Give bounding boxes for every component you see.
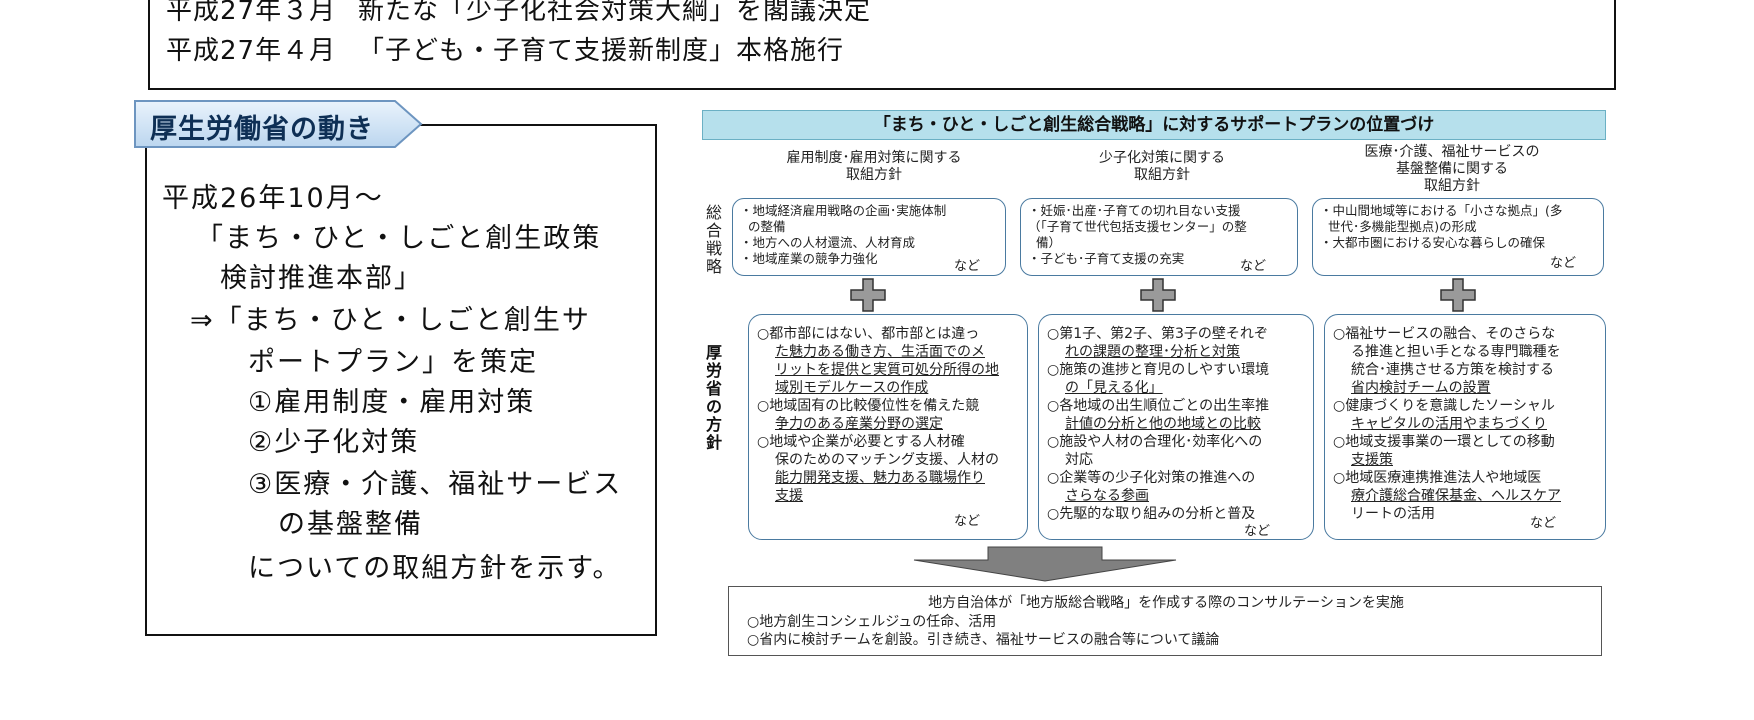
policy-line: 争力のある産業分野の選定	[775, 416, 943, 432]
column-header-line: 少子化対策に関する	[1099, 150, 1225, 166]
mhlw-line: の基盤整備	[278, 509, 423, 540]
side-label-strategy: 総合戦略	[705, 203, 722, 276]
strategy-line: ・地域産業の競争力強化	[740, 251, 878, 266]
policy-line: 統合･連携させる方策を検討する	[1351, 362, 1554, 378]
policy-line: ○地域支援事業の一環としての移動	[1333, 434, 1555, 450]
policy-line: 計値の分析と他の地域との比較	[1065, 416, 1261, 432]
strategy-line: （「子育て世代包括支援センター」の整	[1028, 219, 1247, 234]
mhlw-line: ①雇用制度・雇用対策	[248, 387, 536, 418]
policy-line: ○地域固有の比較優位性を備えた競	[757, 398, 980, 414]
timeline-event: 「子ども・子育て支援新制度」本格施行	[358, 36, 845, 66]
timeline-date: 平成27年３月	[166, 0, 337, 26]
policy-line: ○先駆的な取り組みの分析と普及	[1047, 506, 1256, 522]
policy-line: ○福祉サービスの融合、そのさらな	[1333, 326, 1556, 342]
policy-line: ○施設や人材の合理化･効率化への	[1047, 434, 1263, 450]
column-header: 少子化対策に関する 取組方針	[1032, 150, 1292, 184]
policy-line: 支援策	[1351, 452, 1393, 468]
side-label-policy: 厚労省の方針	[705, 343, 722, 452]
policy-etc: など	[1530, 516, 1557, 531]
column-header-line: 雇用制度･雇用対策に関する	[786, 150, 962, 166]
policy-line: キャピタルの活用やまちづくり	[1351, 416, 1547, 432]
policy-line: ○各地域の出生順位ごとの出生率推	[1047, 398, 1270, 414]
strategy-line: ・地域経済雇用戦略の企画･実施体制	[740, 203, 947, 218]
mhlw-line: ③医療・介護、福祉サービス	[248, 469, 623, 500]
timeline-row: 平成27年４月「子ども・子育て支援新制度」本格施行	[166, 30, 844, 67]
column-header-line: 取組方針	[1134, 167, 1190, 183]
down-arrow-icon	[913, 546, 1177, 582]
strategy-line: 世代･多機能型拠点)の形成	[1328, 219, 1477, 234]
policy-line: リットを提供と実質可処分所得の地	[775, 362, 999, 378]
policy-line: ○都市部にはない、都市部とは違っ	[757, 326, 980, 342]
policy-line: さらなる参画	[1065, 488, 1149, 504]
policy-line: ○健康づくりを意識したソーシャル	[1333, 398, 1555, 414]
mhlw-tab	[133, 99, 423, 149]
strategy-line: ・中山間地域等における「小さな拠点」(多	[1320, 203, 1563, 218]
strategy-line: ・地方への人材還流、人材育成	[740, 235, 916, 250]
column-header-line: 取組方針	[846, 167, 902, 183]
strategy-etc: など	[954, 259, 981, 274]
plus-icon	[1440, 278, 1476, 312]
policy-line: 保のためのマッチング支援、人材の	[775, 452, 999, 468]
support-plan-figure: 「まち・ひと・しごと創生総合戦略」に対するサポートプランの位置づけ 雇用制度･雇…	[702, 110, 1606, 658]
policy-box: ○福祉サービスの融合、そのさらな る推進と担い手となる専門職種を 統合･連携させ…	[1324, 314, 1606, 540]
mhlw-line: 「まち・ひと・しごと創生政策	[196, 223, 602, 254]
policy-line: ○施策の進捗と育児のしやすい環境	[1047, 362, 1270, 378]
figure-title: 「まち・ひと・しごと創生総合戦略」に対するサポートプランの位置づけ	[702, 110, 1606, 140]
column-header: 雇用制度･雇用対策に関する 取組方針	[744, 150, 1004, 184]
policy-line: る推進と担い手となる専門職種を	[1351, 344, 1561, 360]
strategy-line: ・妊娠･出産･子育ての切れ目ない支援	[1028, 203, 1241, 218]
mhlw-line: 検討推進本部」	[220, 263, 423, 294]
policy-line: の「見える化」	[1065, 380, 1163, 396]
mhlw-line: ②少子化対策	[248, 427, 420, 458]
policy-line: た魅力ある働き方、生活面でのメ	[775, 344, 985, 360]
timeline-event: 新たな「少子化社会対策大綱」を閣議決定	[358, 0, 872, 26]
column-header-line: 医療･介護、福祉サービスの	[1364, 144, 1540, 160]
policy-line: 能力開発支援、魅力ある職場作り	[775, 470, 985, 486]
plus-icon	[850, 278, 886, 312]
policy-line: 支援	[775, 488, 803, 504]
timeline-row: 平成27年３月新たな「少子化社会対策大綱」を閣議決定	[166, 0, 871, 27]
strategy-box: ・地域経済雇用戦略の企画･実施体制 の整備 ・地方への人材還流、人材育成 ・地域…	[732, 198, 1006, 276]
policy-line: ○地域や企業が必要とする人材確	[757, 434, 965, 450]
column-header-line: 基盤整備に関する	[1396, 161, 1508, 177]
strategy-etc: など	[1240, 259, 1267, 274]
policy-line: 省内検討チームの設置	[1351, 380, 1491, 396]
mhlw-line: についての取組方針を示す。	[248, 553, 622, 584]
consultation-line: ○省内に検討チームを創設。引き続き、福祉サービスの融合等について議論	[747, 632, 1220, 648]
mhlw-line: ポートプラン」を策定	[248, 347, 538, 378]
policy-etc: など	[1244, 524, 1271, 539]
consultation-line: ○地方創生コンシェルジュの任命、活用	[747, 614, 997, 630]
timeline-box: 平成27年３月新たな「少子化社会対策大綱」を閣議決定 平成27年４月「子ども・子…	[148, 0, 1616, 90]
strategy-line: 備）	[1036, 235, 1062, 250]
policy-line: 対応	[1065, 452, 1093, 468]
policy-line: ○地域医療連携推進法人や地域医	[1333, 470, 1542, 486]
policy-line: リートの活用	[1351, 506, 1435, 522]
consultation-box: 地方自治体が「地方版総合戦略」を作成する際のコンサルテーションを実施 ○地方創生…	[728, 586, 1602, 656]
policy-etc: など	[954, 514, 981, 529]
timeline-date: 平成27年４月	[166, 36, 337, 66]
policy-line: れの課題の整理･分析と対策	[1065, 344, 1240, 360]
plus-icon	[1140, 278, 1176, 312]
policy-line: ○企業等の少子化対策の推進への	[1047, 470, 1256, 486]
mhlw-tab-label: 厚生労働省の動き	[150, 114, 374, 145]
strategy-line: ・子ども･子育て支援の充実	[1028, 251, 1185, 266]
policy-line: 域別モデルケースの作成	[775, 380, 929, 396]
policy-line: 療介護総合確保基金、ヘルスケア	[1351, 488, 1561, 504]
column-header: 医療･介護、福祉サービスの 基盤整備に関する 取組方針	[1322, 144, 1582, 195]
policy-line: ○第1子、第2子、第3子の壁それぞ	[1047, 326, 1268, 342]
strategy-line: ・大都市圏における安心な暮らしの確保	[1320, 235, 1546, 250]
consultation-title: 地方自治体が「地方版総合戦略」を作成する際のコンサルテーションを実施	[928, 595, 1404, 611]
column-header-line: 取組方針	[1424, 178, 1480, 194]
strategy-box: ・中山間地域等における「小さな拠点」(多 世代･多機能型拠点)の形成 ・大都市圏…	[1312, 198, 1604, 276]
mhlw-line: 平成26年10月～	[162, 183, 384, 214]
strategy-line: の整備	[748, 219, 786, 234]
strategy-box: ・妊娠･出産･子育ての切れ目ない支援 （「子育て世代包括支援センター」の整 備）…	[1020, 198, 1298, 276]
policy-box: ○第1子、第2子、第3子の壁それぞ れの課題の整理･分析と対策 ○施策の進捗と育…	[1038, 314, 1314, 540]
policy-box: ○都市部にはない、都市部とは違っ た魅力ある働き方、生活面でのメ リットを提供と…	[748, 314, 1028, 540]
mhlw-line: ⇒「まち・ひと・しごと創生サ	[190, 305, 591, 336]
strategy-etc: など	[1550, 256, 1577, 271]
